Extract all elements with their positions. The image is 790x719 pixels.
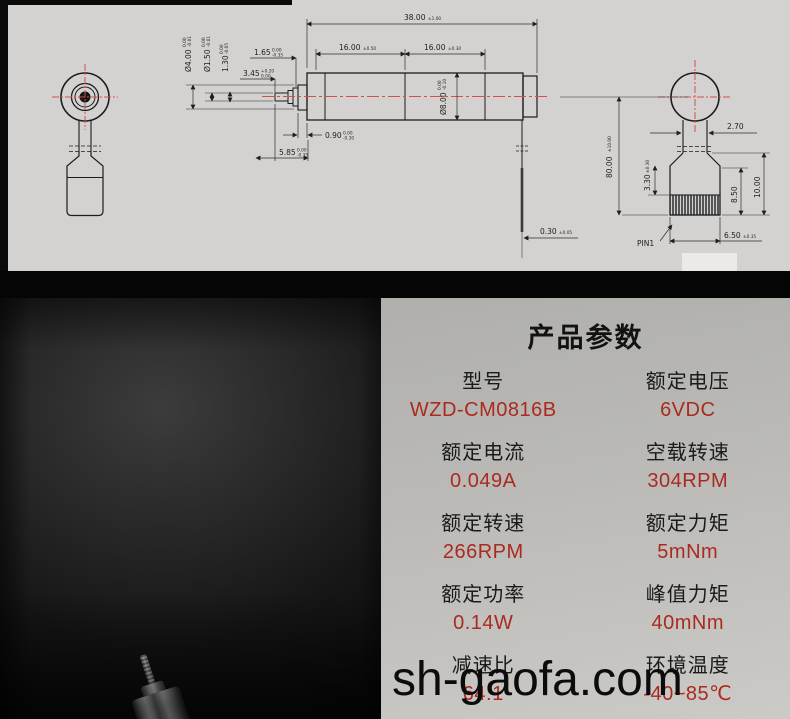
product-photo xyxy=(0,298,381,719)
dim-shaft-length-tol-lower: 0.00 xyxy=(261,74,271,80)
spec-label: 额定功率 xyxy=(441,584,526,606)
dim-shaft-dia: Ø1.50 xyxy=(203,49,212,72)
dimension-lines xyxy=(186,19,770,244)
spec-value: 64:1 xyxy=(462,683,504,705)
dim-collar-length: 1.65 xyxy=(254,48,271,57)
spec-cell-rated-torque: 额定力矩 5mNm xyxy=(586,513,790,564)
dim-wire-length-tol: ±10.00 xyxy=(607,136,613,152)
dim-boss-length-tol-lower: -0.30 xyxy=(343,136,354,142)
dim-shaft-length-tol-upper: +0.20 xyxy=(261,69,274,75)
dim-conn-width: 6.50 xyxy=(724,231,741,240)
dim-conn-inner-height: 8.50 xyxy=(730,186,739,203)
dim-gearbox-length-tol: ±0.50 xyxy=(363,46,376,52)
dim-neck-width: 2.70 xyxy=(727,122,744,131)
spec-label: 峰值力矩 xyxy=(645,584,730,606)
dim-motor-length: 16.00 xyxy=(424,43,446,52)
dim-gearbox-length: 16.00 xyxy=(339,43,361,52)
connector-view-right xyxy=(658,60,732,216)
dim-flat-width-tol-lower: -0.05 xyxy=(224,43,230,54)
drawing-corner-patch xyxy=(682,253,737,271)
dim-outer-dia-tol-lower: -0.01 xyxy=(187,36,193,47)
dim-shaft-total-tol-upper: 0.00 xyxy=(297,148,307,154)
spec-cell-rated-current: 额定电流 0.049A xyxy=(381,442,586,493)
dimension-labels: 38.00 ±1.00 16.00 ±0.50 16.00 ±0.30 Ø8.0… xyxy=(182,13,762,248)
spec-value: 6VDC xyxy=(660,399,716,421)
spec-value: WZD-CM0816B xyxy=(409,399,557,421)
photo-vignette xyxy=(0,298,381,719)
dim-shaft-length: 3.45 xyxy=(243,69,260,78)
dim-wire-dia: 0.30 xyxy=(540,227,557,236)
dim-pin-depth: 3.30 xyxy=(643,174,652,191)
separator-band xyxy=(0,271,790,298)
spec-cell-gear-ratio: 减速比 64:1 xyxy=(381,655,586,706)
dim-boss-length: 0.90 xyxy=(325,131,342,140)
dim-flat-width-tol-upper: 0.00 xyxy=(219,44,225,54)
spec-cell-ambient-temp: 环境温度 -40~85℃ xyxy=(586,655,790,706)
spec-panel-title: 产品参数 xyxy=(527,323,644,353)
spec-value: 5mNm xyxy=(657,541,719,563)
end-view-left xyxy=(52,64,118,217)
spec-panel: 产品参数 型号 WZD-CM0816B 额定电压 6VDC 额定电流 0.049… xyxy=(381,298,790,719)
spec-cell-model: 型号 WZD-CM0816B xyxy=(381,371,586,422)
dim-conn-outer-height: 10.00 xyxy=(753,176,762,198)
spec-label: 型号 xyxy=(462,371,505,393)
dim-body-dia-tol-upper: 0.00 xyxy=(437,80,443,90)
dim-body-dia-tol-lower: -0.10 xyxy=(442,79,448,90)
spec-label: 空载转速 xyxy=(645,442,730,464)
dimension-drawing-svg: 38.00 ±1.00 16.00 ±0.50 16.00 ±0.30 Ø8.0… xyxy=(52,13,770,258)
spec-value: 266RPM xyxy=(442,541,524,563)
dim-total-length: 38.00 xyxy=(404,13,426,22)
technical-drawing-area: 38.00 ±1.00 16.00 ±0.50 16.00 ±0.30 Ø8.0… xyxy=(0,0,790,271)
spec-cell-peak-torque: 峰值力矩 40mNm xyxy=(586,584,790,635)
dim-shaft-dia-tol-lower: -0.01 xyxy=(206,36,212,47)
dim-wire-length: 80.00 xyxy=(605,156,614,178)
pin1-label: PIN1 xyxy=(637,239,654,248)
watermark-text: sh-gaofa.com xyxy=(392,653,683,706)
dim-outer-dia-tol-upper: 0.00 xyxy=(182,37,188,47)
dim-shaft-total-tol-lower: -0.35 xyxy=(297,153,308,159)
spec-value: 40mNm xyxy=(651,612,724,634)
spec-value: 0.14W xyxy=(453,612,514,634)
spec-cell-noload-speed: 空载转速 304RPM xyxy=(586,442,790,493)
dim-pin-depth-tol: ±0.30 xyxy=(645,160,651,173)
dim-shaft-dia-tol-upper: 0.00 xyxy=(201,37,207,47)
drawing-left-edge xyxy=(0,0,8,271)
side-view-main xyxy=(262,72,548,258)
dim-boss-length-tol-upper: 0.00 xyxy=(343,131,353,137)
spec-label: 额定转速 xyxy=(441,513,526,535)
spec-label: 减速比 xyxy=(451,655,515,677)
spec-cell-rated-speed: 额定转速 266RPM xyxy=(381,513,586,564)
dim-collar-length-tol-upper: 0.00 xyxy=(272,48,282,54)
spec-label: 环境温度 xyxy=(645,655,730,677)
spec-cell-rated-voltage: 额定电压 6VDC xyxy=(586,371,790,422)
dim-flat-width: 1.30 xyxy=(221,55,230,72)
dim-collar-length-tol-lower: -0.35 xyxy=(272,53,283,59)
dim-conn-width-tol: ±0.35 xyxy=(743,234,756,240)
spec-cell-rated-power: 额定功率 0.14W xyxy=(381,584,586,635)
spec-label: 额定电流 xyxy=(441,442,526,464)
spec-grid: 型号 WZD-CM0816B 额定电压 6VDC 额定电流 0.049A 空载转… xyxy=(381,371,790,706)
spec-label: 额定电压 xyxy=(645,371,730,393)
dim-motor-length-tol: ±0.30 xyxy=(448,46,461,52)
spec-value: 0.049A xyxy=(450,470,517,492)
dim-body-dia: Ø8.00 xyxy=(439,92,448,115)
spec-value: -40~85℃ xyxy=(643,683,733,705)
dim-total-length-tol: ±1.00 xyxy=(428,16,441,22)
drawing-top-edge xyxy=(0,0,292,5)
dim-outer-dia: Ø4.00 xyxy=(184,49,193,72)
spec-value: 304RPM xyxy=(647,470,729,492)
dim-wire-dia-tol: ±0.05 xyxy=(559,230,572,236)
dim-shaft-total: 5.85 xyxy=(279,148,296,157)
spec-label: 额定力矩 xyxy=(645,513,730,535)
